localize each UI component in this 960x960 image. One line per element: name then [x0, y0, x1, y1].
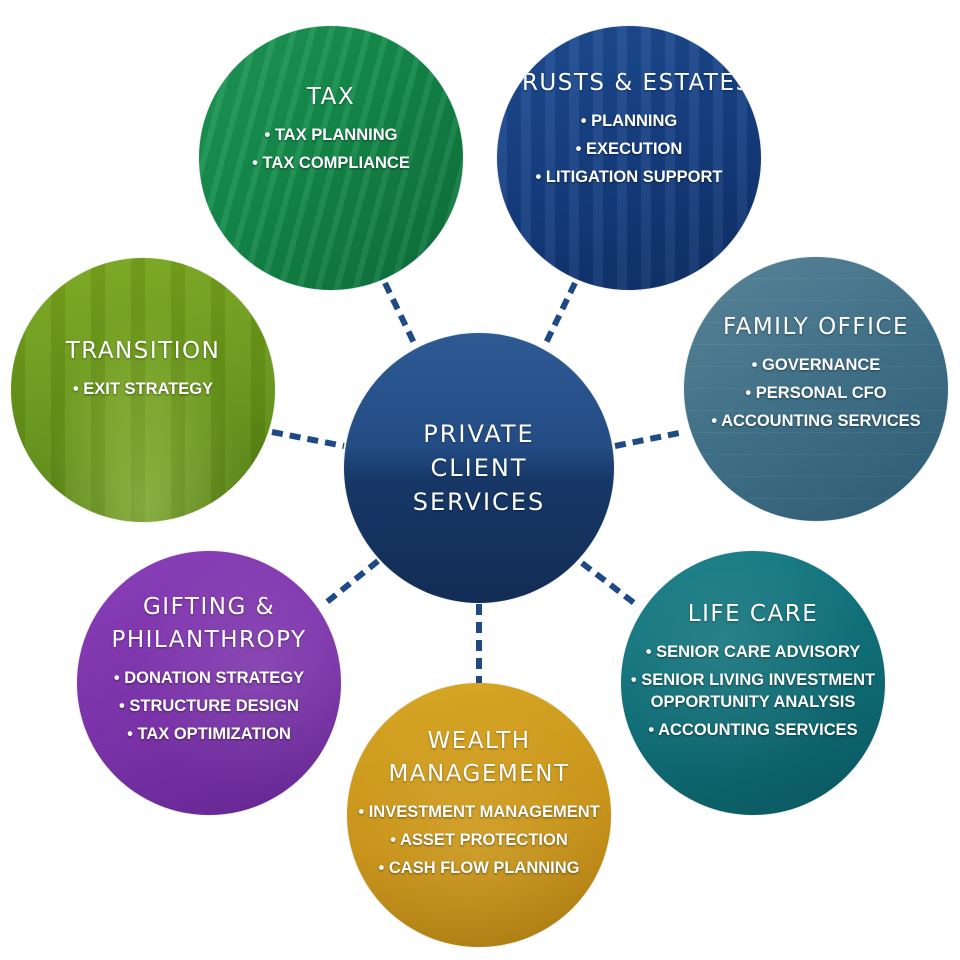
- list-item: PERSONAL CFO: [711, 382, 920, 404]
- node-gifting-list: DONATION STRATEGY STRUCTURE DESIGN TAX O…: [114, 661, 304, 751]
- list-item: CASH FLOW PLANNING: [358, 857, 599, 879]
- node-family-office-title: FAMILY OFFICE: [722, 313, 910, 340]
- node-wealth-management: WEALTH MANAGEMENT INVESTMENT MANAGEMENT …: [347, 683, 611, 947]
- connector-trusts: [542, 281, 578, 347]
- center-node-private-client-services: PRIVATE CLIENT SERVICES: [344, 333, 614, 603]
- node-life-care-title: LIFE CARE: [687, 600, 819, 627]
- node-wealth-list: INVESTMENT MANAGEMENT ASSET PROTECTION C…: [358, 795, 600, 885]
- node-trusts-list: PLANNING EXECUTION LITIGATION SUPPORT: [536, 104, 723, 194]
- node-life-care: LIFE CARE SENIOR CARE ADVISORY SENIOR LI…: [621, 551, 885, 815]
- list-item: ACCOUNTING SERVICES: [631, 719, 875, 741]
- node-family-office-list: GOVERNANCE PERSONAL CFO ACCOUNTING SERVI…: [711, 348, 921, 438]
- list-item: ACCOUNTING SERVICES: [711, 410, 921, 432]
- list-item: GOVERNANCE: [711, 354, 920, 376]
- node-gifting-title: GIFTING & PHILANTHROPY: [111, 594, 307, 653]
- node-trusts-estates: TRUSTS & ESTATES PLANNING EXECUTION LITI…: [497, 26, 761, 290]
- list-item: EXIT STRATEGY: [73, 378, 213, 400]
- list-item: DONATION STRATEGY: [114, 667, 304, 689]
- node-family-office: FAMILY OFFICE GOVERNANCE PERSONAL CFO AC…: [684, 257, 948, 521]
- connector-gifting: [320, 558, 380, 609]
- connector-family-office: [614, 429, 685, 449]
- list-item: EXECUTION: [536, 138, 723, 160]
- list-item: TAX PLANNING: [252, 124, 410, 146]
- node-life-care-list: SENIOR CARE ADVISORY SENIOR LIVING INVES…: [631, 635, 875, 747]
- node-gifting-philanthropy: GIFTING & PHILANTHROPY DONATION STRATEGY…: [77, 551, 341, 815]
- list-item: INVESTMENT MANAGEMENT: [358, 801, 600, 823]
- list-item: TAX COMPLIANCE: [252, 152, 410, 174]
- list-item: TAX OPTIMIZATION: [114, 723, 304, 745]
- node-transition-title: TRANSITION: [65, 337, 221, 364]
- connector-tax: [382, 281, 418, 347]
- node-transition: TRANSITION EXIT STRATEGY: [11, 258, 275, 522]
- connector-transition: [271, 429, 345, 449]
- node-trusts-title: TRUSTS & ESTATES: [506, 69, 752, 96]
- center-node-title: PRIVATE CLIENT SERVICES: [412, 420, 546, 516]
- list-item: STRUCTURE DESIGN: [114, 695, 304, 717]
- node-wealth-title: WEALTH MANAGEMENT: [388, 728, 570, 787]
- list-item: ASSET PROTECTION: [358, 829, 599, 851]
- list-item: LITIGATION SUPPORT: [536, 166, 723, 188]
- node-tax-list: TAX PLANNING TAX COMPLIANCE: [252, 118, 410, 180]
- connector-life-care: [580, 560, 640, 609]
- node-tax-title: TAX: [306, 83, 356, 110]
- node-transition-list: EXIT STRATEGY: [73, 372, 213, 406]
- list-item: SENIOR LIVING INVESTMENT OPPORTUNITY ANA…: [631, 669, 875, 713]
- list-item: PLANNING: [536, 110, 723, 132]
- node-tax: TAX TAX PLANNING TAX COMPLIANCE: [199, 26, 463, 290]
- list-item: SENIOR CARE ADVISORY: [631, 641, 875, 663]
